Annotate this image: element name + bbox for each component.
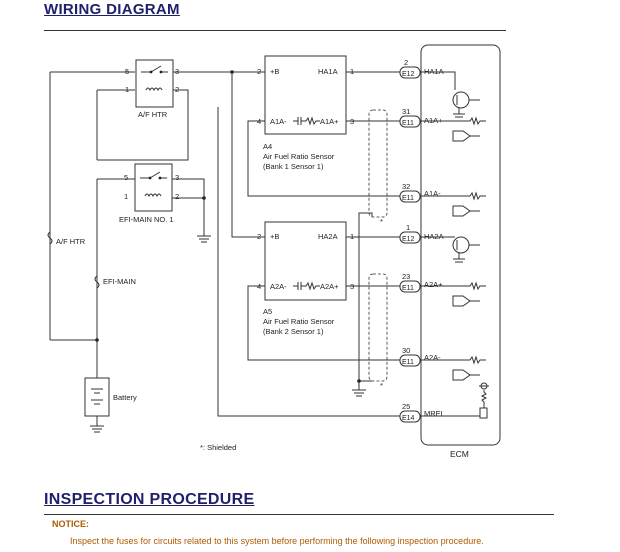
connector-code: E12 (402, 236, 415, 243)
terminal-signal: MREL (424, 409, 445, 418)
notice-label: NOTICE: (52, 519, 89, 529)
connector-code: E14 (402, 415, 415, 422)
svg-text:1: 1 (350, 67, 354, 76)
sensor-a4: 2 +B HA1A 1 4 A1A- A1A+ 3 A4 Air Fuel Ra… (257, 55, 354, 171)
relay-label: EFI-MAIN NO. 1 (119, 215, 174, 224)
ecm-label: ECM (450, 449, 469, 459)
shield-bank1 (368, 109, 388, 218)
ecm-internal-circuits (420, 71, 489, 419)
svg-text:HA2A: HA2A (318, 232, 338, 241)
connector-code: E11 (402, 285, 414, 292)
connector-code: E11 (402, 195, 414, 202)
relay-pin: 1 (124, 192, 128, 201)
relay-pin: 2 (175, 192, 179, 201)
connector-code: E11 (402, 359, 414, 366)
svg-text:Air Fuel Ratio Sensor: Air Fuel Ratio Sensor (263, 317, 335, 326)
battery: Battery (84, 377, 137, 433)
sensor-a5: 2 +B HA2A 1 4 A2A- A2A+ 3 A5 Air Fuel Ra… (257, 221, 354, 336)
shield-mark: * (380, 217, 383, 226)
shielded-note: *: Shielded (200, 443, 236, 452)
svg-text:A1A-: A1A- (270, 117, 287, 126)
svg-text:+B: +B (270, 232, 279, 241)
connector-code: E12 (402, 71, 415, 78)
fuse-label: A/F HTR (56, 237, 86, 246)
svg-text:2: 2 (257, 67, 261, 76)
terminal-pin: 30 (402, 346, 410, 355)
heading-divider (44, 514, 554, 515)
terminal-signal: A2A- (424, 353, 441, 362)
connector-code: E11 (402, 120, 414, 127)
wiring-diagram-heading: WIRING DIAGRAM (44, 1, 180, 18)
notice-text: Inspect the fuses for circuits related t… (70, 536, 484, 546)
terminal-pin: 1 (406, 223, 410, 232)
svg-text:A5: A5 (263, 307, 272, 316)
shield-mark: * (380, 381, 383, 390)
terminal-pin: 31 (402, 107, 410, 116)
battery-label: Battery (113, 393, 137, 402)
terminal-pin: 2 (404, 58, 408, 67)
svg-text:+B: +B (270, 67, 279, 76)
efi-main-relay: 5 3 1 2 EFI-MAIN NO. 1 (119, 163, 179, 224)
svg-text:A2A-: A2A- (270, 282, 287, 291)
svg-text:A1A+: A1A+ (320, 117, 339, 126)
wiring-diagram: ECM 5 3 1 2 A/F HTR 5 3 1 2 EFI-MAIN NO.… (47, 44, 501, 459)
terminal-signal: A1A- (424, 189, 441, 198)
svg-text:A2A+: A2A+ (320, 282, 339, 291)
relay-pin: 3 (175, 173, 179, 182)
svg-text:Air Fuel Ratio Sensor: Air Fuel Ratio Sensor (263, 152, 335, 161)
terminal-pin: 32 (402, 182, 410, 191)
fuse-label: EFI-MAIN (103, 277, 136, 286)
inspection-procedure-heading: INSPECTION PROCEDURE (44, 491, 255, 508)
shield-bank2 (368, 273, 388, 382)
terminal-pin: 25 (402, 402, 410, 411)
heading-divider (44, 30, 506, 31)
svg-text:(Bank 1 Sensor 1): (Bank 1 Sensor 1) (263, 162, 324, 171)
svg-text:A4: A4 (263, 142, 272, 151)
relay-label: A/F HTR (138, 110, 168, 119)
svg-text:(Bank 2 Sensor 1): (Bank 2 Sensor 1) (263, 327, 324, 336)
svg-text:HA1A: HA1A (318, 67, 338, 76)
relay-pin: 5 (124, 173, 128, 182)
ecm-outline (420, 44, 501, 446)
terminal-pin: 23 (402, 272, 410, 281)
svg-text:2: 2 (257, 232, 261, 241)
efi-main-fuse: EFI-MAIN (94, 275, 136, 289)
af-htr-fuse: A/F HTR (47, 231, 86, 246)
terminal-signal: A2A+ (424, 280, 443, 289)
